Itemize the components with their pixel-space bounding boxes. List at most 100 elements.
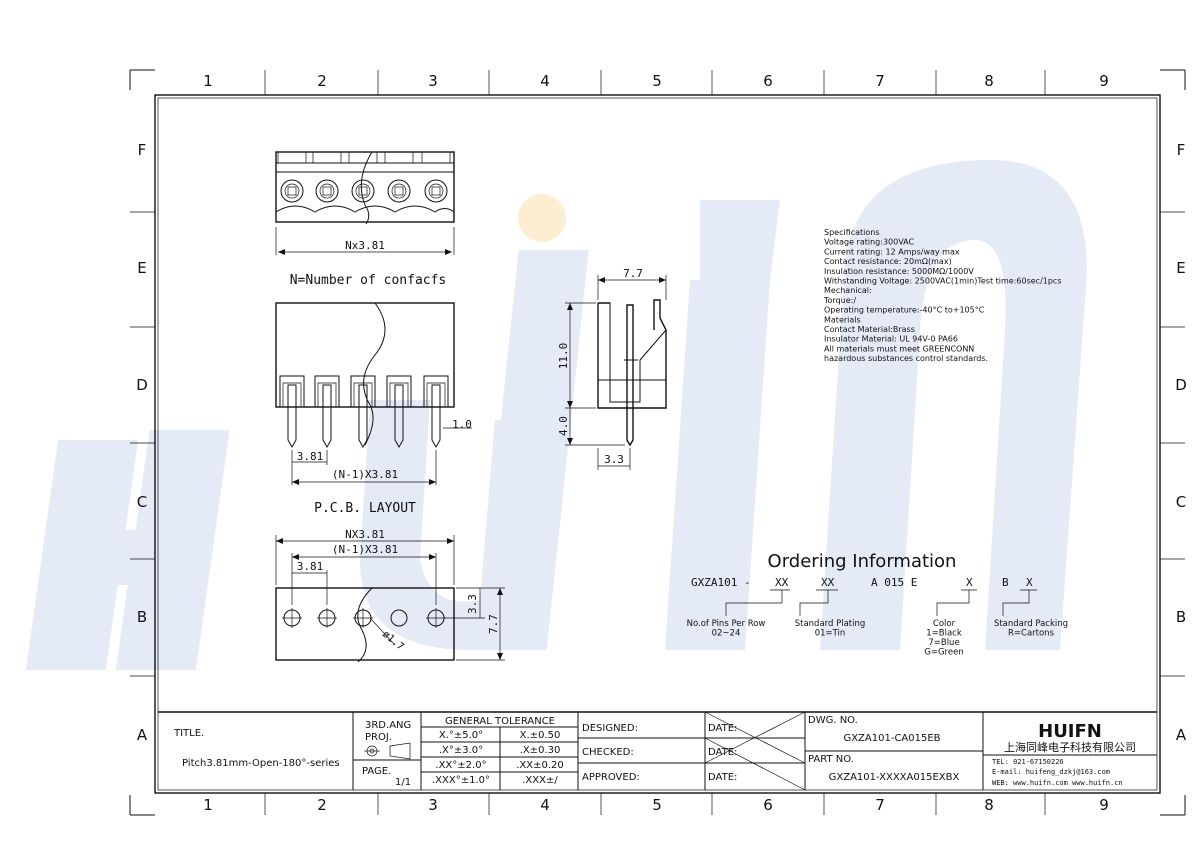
spec-line: Operating temperature:-40°C to+105°C: [824, 306, 985, 315]
front-view-caption: P.C.B. LAYOUT: [314, 501, 416, 516]
grid-column-label: 7: [875, 72, 885, 90]
grid-row-label: E: [137, 259, 146, 277]
grid-column-label: 4: [540, 796, 550, 814]
ordering-plating-code: XX: [821, 576, 835, 589]
side-view: 7.7 11.0 4.0 3.3: [557, 267, 667, 470]
top-view-caption: N=Number of confacfs: [290, 273, 447, 288]
grid-column-label: 5: [652, 72, 662, 90]
tolerance-linear: X.±0.50: [520, 730, 561, 741]
ordering-pins-code: XX: [775, 576, 789, 589]
side-pin-offset-dim: 3.3: [604, 453, 624, 466]
spec-line: Insulator Material: UL 94V-0 PA66: [824, 335, 958, 344]
checked-label: CHECKED:: [582, 747, 634, 758]
side-pin-length-dim: 4.0: [557, 416, 570, 436]
pcb-hole: [282, 608, 302, 628]
spec-line: Contact Material:Brass: [824, 325, 915, 334]
tolerance-angle: .XXX°±1.0°: [432, 775, 490, 786]
grid-row-label: C: [137, 493, 147, 511]
company-tel: TEL: 021-67150226: [992, 758, 1064, 766]
grid-row-label: A: [1176, 726, 1187, 744]
tolerance-angle: X.°±5.0°: [439, 730, 483, 741]
grid-column-label: 6: [763, 796, 773, 814]
grid-column-label: 9: [1099, 796, 1109, 814]
ordering-information: Ordering Information GXZA101 - XX XX A 0…: [687, 551, 1068, 658]
pcb-height-dim: 7.7: [487, 614, 500, 634]
tolerance-angle: .XX°±2.0°: [435, 760, 486, 771]
pin: [350, 375, 376, 449]
pin: [314, 375, 340, 449]
grid-column-label: 3: [428, 796, 438, 814]
pcb-pitch-dim: 3.81: [297, 560, 324, 573]
tolerance-angle: .X°±3.0°: [439, 745, 483, 756]
spec-line: All materials must meet GREENCONN: [824, 344, 974, 353]
pin: [279, 375, 305, 449]
grid-row-label: A: [137, 726, 148, 744]
grid-column-label: 9: [1099, 72, 1109, 90]
spec-line: Torque:/: [823, 296, 856, 305]
ordering-color-code: X: [966, 576, 973, 589]
title-block: TITLE. Pitch3.81mm-Open-180°-series 3RD.…: [158, 711, 1157, 791]
ordering-label-line: 7=Blue: [928, 638, 959, 648]
projection-line1: 3RD.ANG: [365, 720, 411, 731]
ordering-packing-code: X: [1026, 576, 1033, 589]
company-logo: HUIFN: [1038, 721, 1102, 742]
spec-line: Current rating: 12 Amps/way max: [824, 247, 960, 256]
ordering-series-code: A 015 E: [871, 576, 917, 589]
pcb-hole: [353, 608, 373, 628]
projection-symbol-icon: [364, 742, 411, 760]
dwg-no-label: DWG. NO.: [808, 715, 858, 726]
grid-row-label: D: [1175, 376, 1187, 394]
part-no-label: PART NO.: [808, 754, 854, 765]
grid-column-label: 7: [875, 796, 885, 814]
company-name: 上海同峰电子科技有限公司: [1004, 740, 1136, 754]
grid-row-label: F: [1177, 141, 1186, 159]
page-value: 1/1: [395, 777, 411, 788]
grid-column-label: 4: [540, 72, 550, 90]
front-pitch-dim: 3.81: [297, 450, 324, 463]
grid-row-label: B: [137, 608, 147, 626]
screw-icon: [421, 151, 451, 203]
pcb-hole: [317, 608, 337, 628]
designed-date-label: DATE:: [708, 723, 737, 734]
page-label: PAGE.: [362, 766, 391, 777]
pcb-row-offset-dim: 3.3: [466, 594, 479, 614]
approved-label: APPROVED:: [582, 772, 640, 783]
tolerance-linear: .XXX±/: [522, 775, 558, 786]
pcb-overall-dim: NX3.81: [345, 528, 385, 541]
grid-column-label: 2: [317, 72, 327, 90]
designed-label: DESIGNED:: [582, 723, 638, 734]
ordering-label-line: 01=Tin: [815, 629, 846, 639]
spec-line: Materials: [824, 315, 861, 324]
ordering-label-line: 02~24: [712, 629, 741, 639]
side-height-dim: 11.0: [557, 343, 570, 370]
grid-row-label: E: [1176, 259, 1185, 277]
pin: [386, 375, 412, 449]
grid-column-label: 8: [984, 796, 994, 814]
screw-icon: [277, 151, 307, 203]
ordering-title: Ordering Information: [768, 551, 957, 572]
screw-icon: [312, 151, 342, 203]
spec-line: hazardous substances control standards.: [824, 354, 988, 363]
front-pin-width-dim: 1.0: [452, 418, 472, 431]
pcb-layout-view: NX3.81 (N-1)X3.81 3.81 3.3 7.7 ø1.7: [275, 528, 505, 663]
grid-column-label: 1: [203, 796, 213, 814]
tolerance-linear: .XX±0.20: [516, 760, 564, 771]
pcb-span-dim: (N-1)X3.81: [332, 543, 398, 556]
part-no-value: GXZA101-XXXXA015EXBX: [829, 772, 960, 783]
grid-column-label: 5: [652, 796, 662, 814]
checked-date-label: DATE:: [708, 747, 737, 758]
grid-column-label: 6: [763, 72, 773, 90]
grid-row-label: D: [136, 376, 148, 394]
watermark: [25, 160, 1087, 670]
tolerance-linear: .X±0.30: [520, 745, 561, 756]
grid-row-label: C: [1176, 493, 1186, 511]
grid-column-label: 1: [203, 72, 213, 90]
watermark-dot: [518, 194, 566, 242]
pcb-hole: [426, 608, 446, 628]
